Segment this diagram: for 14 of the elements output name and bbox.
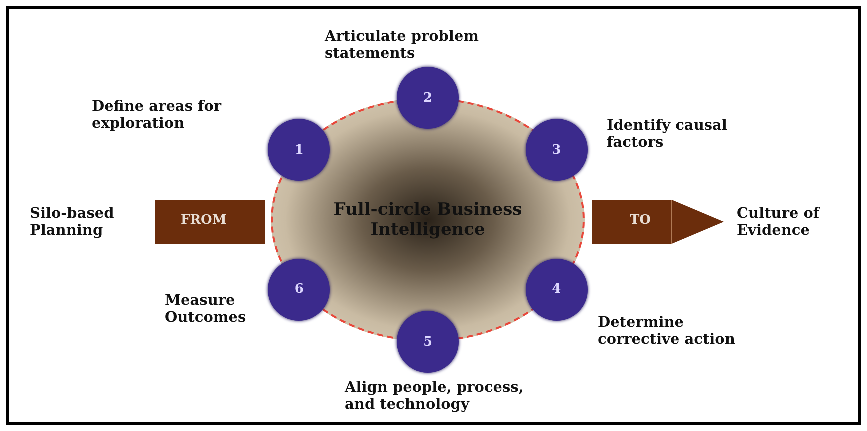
- from-label: FROM: [181, 213, 227, 228]
- step-caption: Articulate problem statements: [325, 28, 480, 62]
- step-circle: 5: [397, 311, 459, 373]
- to-arrow: [592, 200, 724, 244]
- step-caption: Define areas for exploration: [92, 98, 223, 132]
- step-caption: Align people, process, and technology: [345, 379, 525, 413]
- from-block: [155, 200, 265, 244]
- to-label: TO: [630, 213, 651, 228]
- step-caption: Determine corrective action: [598, 314, 736, 348]
- step-caption: Measure Outcomes: [165, 292, 248, 326]
- step-caption: Culture of Evidence: [737, 205, 822, 239]
- step-caption: Silo-based Planning: [30, 205, 116, 239]
- step-caption: Identify causal factors: [607, 117, 728, 151]
- step-circle: 2: [397, 67, 459, 129]
